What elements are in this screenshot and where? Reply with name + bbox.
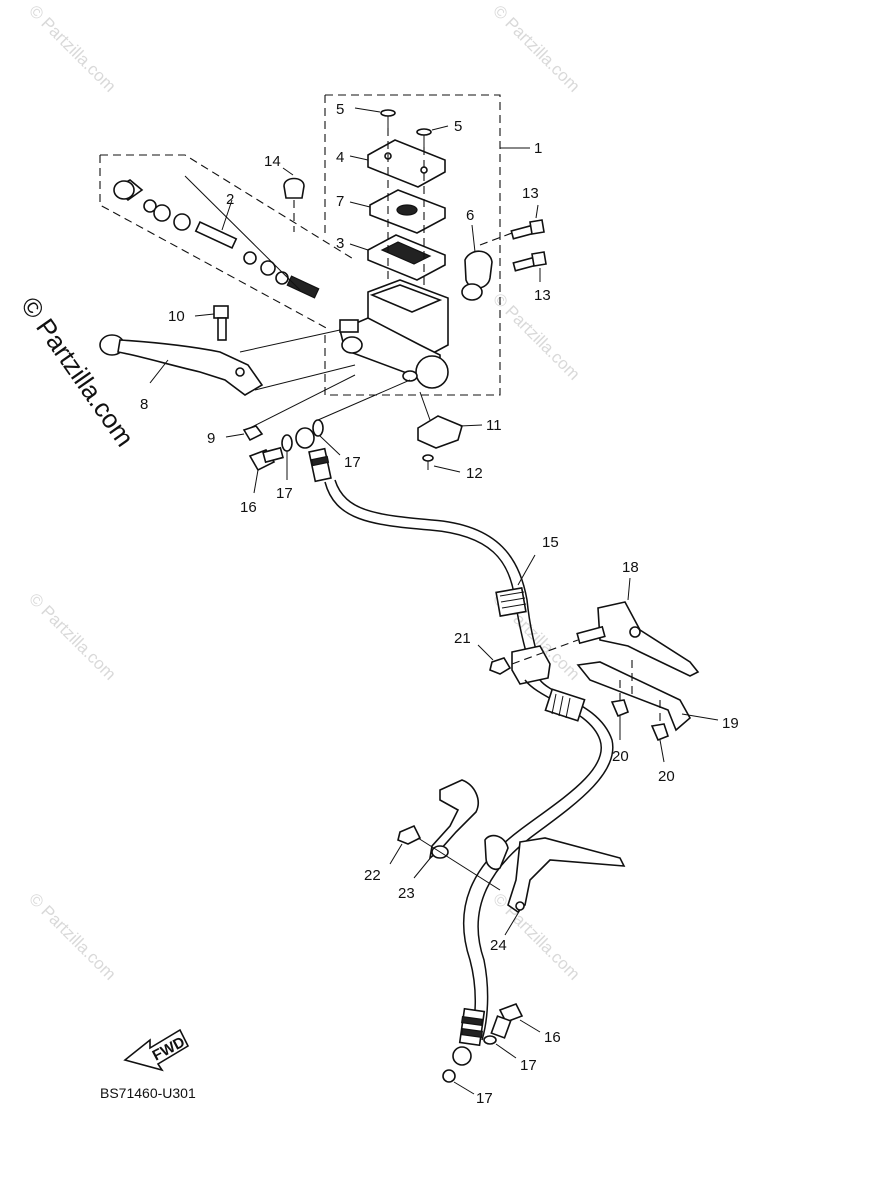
banjo-bolt-part-16 [248,446,284,494]
callout-20: 20 [612,748,629,765]
callout-2: 2 [226,191,234,208]
bolt-part-20 [610,680,669,763]
callout-19: 19 [722,715,739,732]
washer-part-17-lower [442,1035,517,1095]
bolt-part-13 [479,204,547,282]
watermark: © Partzilla.com [25,589,119,683]
callout-4: 4 [336,149,344,166]
hose-protector [495,554,536,618]
clip-part-23 [413,779,479,879]
diagram-code: BS71460-U301 [100,1085,196,1101]
piston-kit-part-2 [113,175,320,299]
watermark: © Partzilla.com [25,889,119,983]
bolt-part-22 [389,824,501,891]
reservoir-cap-part-4 [349,139,446,188]
callout-15: 15 [542,534,559,551]
banjo-bolt-part-16-lower [490,1002,541,1039]
callout-17: 17 [276,485,293,502]
callouts: 1 2 3 4 5 5 6 7 8 9 10 11 12 13 13 14 15… [140,101,739,1107]
diaphragm-plate-part-7 [349,189,446,234]
callout-1: 1 [534,140,542,157]
brake-hose-part-15-edge [334,479,541,666]
callout-22: 22 [364,867,381,884]
screw-part-12 [422,454,461,473]
callout-24: 24 [490,937,507,954]
watermark-main: © Partzilla.com [15,291,140,452]
callout-6: 6 [466,207,474,224]
diaphragm-part-3 [349,234,446,281]
group-box-master-cylinder [324,94,501,396]
callout-3: 3 [336,235,344,252]
brake-hose-part-15 [324,481,531,666]
bracket-part-24 [484,834,626,936]
callout-9: 9 [207,430,215,447]
plate-part-19 [576,660,719,732]
master-cylinder-body [339,279,449,389]
watermark: © Partzilla.com [489,1,583,95]
dust-cap-part-14 [282,167,305,232]
washer-part-17 [281,379,411,480]
callout-5: 5 [454,118,462,135]
callout-17: 17 [520,1057,537,1074]
pivot-bolt-part-10 [194,305,229,341]
brake-lever-part-8 [99,329,356,396]
callout-13: 13 [522,185,539,202]
callout-13: 13 [534,287,551,304]
callout-16: 16 [240,499,257,516]
callout-21: 21 [454,630,471,647]
hose-fitting-upper [295,427,332,483]
callout-20: 20 [658,768,675,785]
nut-part-21 [477,644,512,675]
hose-joint [511,639,579,685]
brake-hose-lower-edge [477,679,614,1041]
callout-17: 17 [344,454,361,471]
clamp-part-6 [461,224,493,301]
callout-16: 16 [544,1029,561,1046]
hose-fitting-lower [452,1007,486,1066]
callout-18: 18 [622,559,639,576]
callout-11: 11 [486,417,502,434]
callout-23: 23 [398,885,415,902]
hose-protector-lower [544,688,586,722]
watermark: © Partzilla.com [25,1,119,95]
brake-switch-part-11 [417,391,483,449]
group-box-piston-kit-lower [99,155,331,331]
callout-17: 17 [476,1090,493,1107]
callout-5: 5 [336,101,344,118]
callout-7: 7 [336,193,344,210]
nut-part-9 [225,374,356,442]
callout-14: 14 [264,153,281,170]
bracket-part-18 [576,577,700,677]
fwd-arrow-icon: FWD [123,1028,190,1072]
callout-12: 12 [466,465,483,482]
screw-part-5 [354,107,449,147]
callout-10: 10 [168,308,185,325]
callout-8: 8 [140,396,148,413]
brake-hose-lower [462,679,603,1041]
group-box-piston-kit [100,154,356,261]
